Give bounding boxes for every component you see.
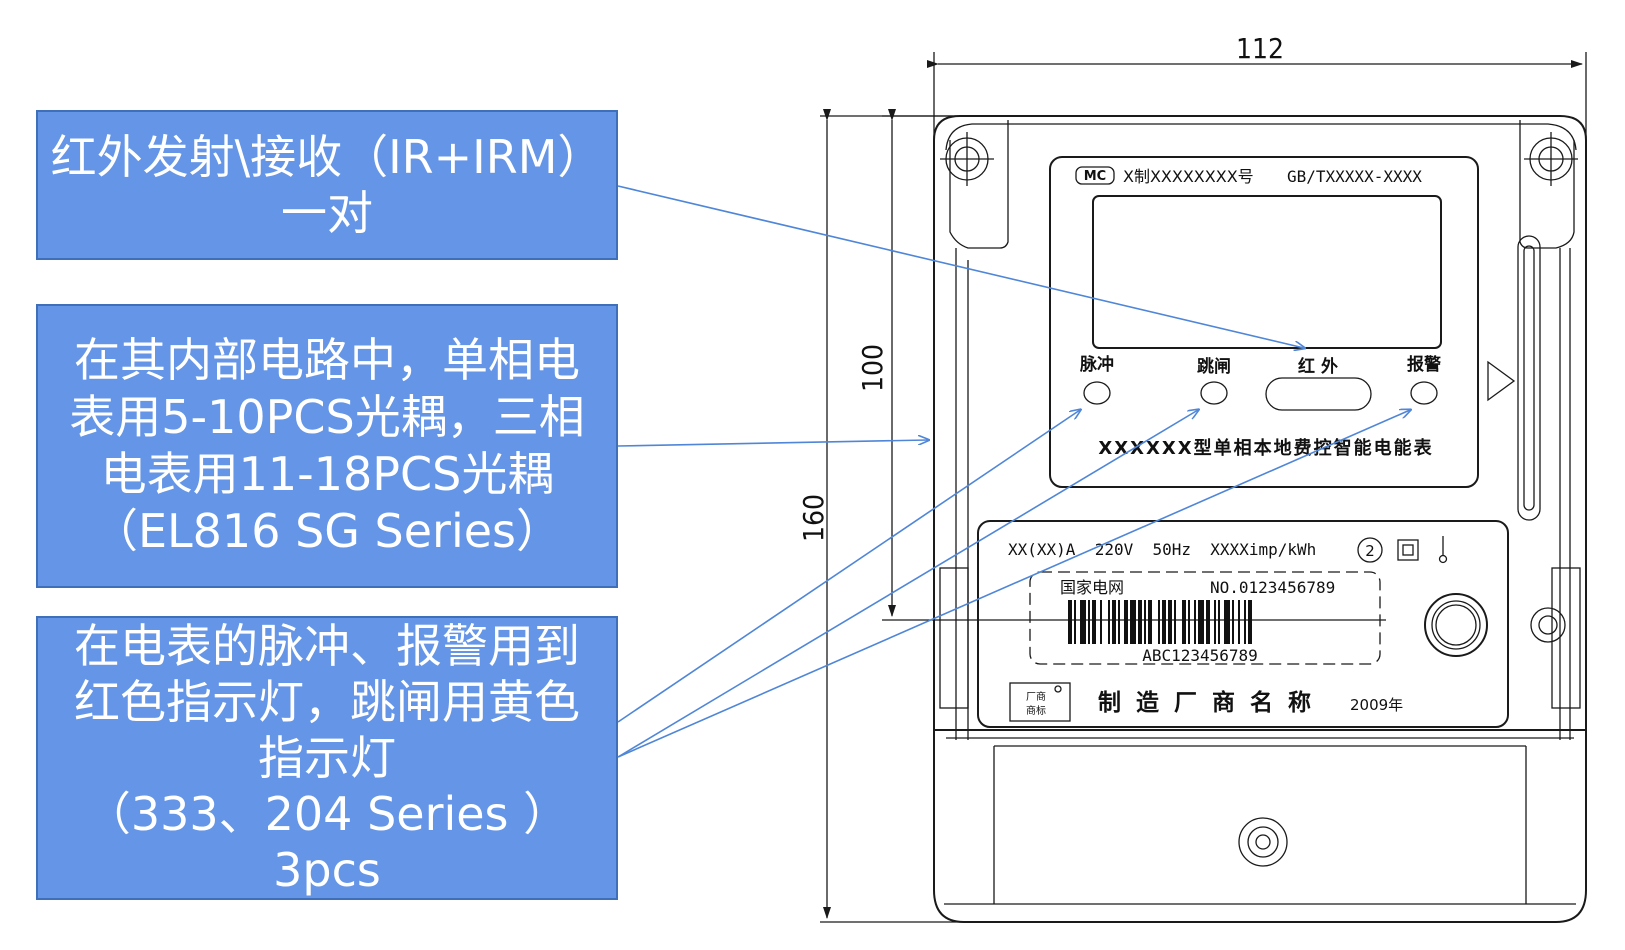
serial-number: NO.0123456789 bbox=[1210, 578, 1335, 597]
optocoupler-callout-line-1: 在其内部电路中，单相电 bbox=[74, 333, 580, 387]
barcode-bar bbox=[1206, 600, 1210, 644]
dimension-display-height-label: 100 bbox=[856, 344, 889, 392]
infrared-label: 红 外 bbox=[1298, 356, 1338, 377]
indicator-callout-line-3: 指示灯 bbox=[258, 731, 396, 785]
manufacturer-name: 制造厂商名称 bbox=[1098, 689, 1326, 716]
barcode-bar bbox=[1194, 600, 1196, 644]
mounting-hole-right-icon bbox=[1524, 132, 1578, 186]
factory-logo-line-1: 厂商 bbox=[1026, 690, 1046, 703]
barcode-bar bbox=[1162, 600, 1166, 644]
barcode-bar bbox=[1224, 600, 1230, 644]
indicator-callout-line-4: （333、204 Series ） bbox=[84, 787, 570, 841]
barcode-bar bbox=[1232, 600, 1234, 644]
barcode-bar bbox=[1112, 600, 1116, 644]
alarm-led-icon bbox=[1410, 381, 1438, 405]
pulse-led-icon bbox=[1083, 381, 1111, 405]
dimension-total-height-label: 160 bbox=[797, 494, 830, 542]
barcode-bar bbox=[1174, 600, 1176, 644]
side-slot bbox=[1517, 235, 1541, 521]
accuracy-class: 2 bbox=[1365, 542, 1375, 560]
nameplate: XX(XX)A 220V 50Hz XXXXimp/kWh 2 国家电网 NO.… bbox=[977, 520, 1509, 728]
barcode-bar bbox=[1130, 600, 1136, 644]
barcode-bar bbox=[1182, 600, 1186, 644]
barcode-bar bbox=[1138, 600, 1142, 644]
factory-logo-line-2: 商标 bbox=[1026, 704, 1046, 717]
pulse-label: 脉冲 bbox=[1079, 354, 1114, 375]
lcd-window bbox=[1092, 195, 1442, 349]
optocoupler-callout-line-2: 表用5-10PCS光耦，三相 bbox=[69, 390, 585, 444]
cert-text: X制XXXXXXXX号 bbox=[1123, 167, 1254, 186]
barcode-bar bbox=[1118, 600, 1120, 644]
standard-text: GB/TXXXXX-XXXX bbox=[1287, 167, 1422, 186]
callout-arrows bbox=[617, 185, 1410, 758]
ir-callout: 红外发射\接收（IR+IRM） 一对 bbox=[36, 110, 618, 260]
barcode-label bbox=[1029, 571, 1381, 665]
barcode-bar bbox=[1092, 600, 1096, 644]
infrared-window-icon bbox=[1265, 377, 1372, 411]
barcode-bar bbox=[1080, 600, 1086, 644]
manufacture-year: 2009年 bbox=[1350, 696, 1403, 714]
barcode-bar bbox=[1068, 600, 1072, 644]
side-screw-icon bbox=[1530, 607, 1566, 643]
optocoupler-callout-line-3: 电表用11-18PCS光耦 bbox=[100, 447, 554, 501]
barcode-bar bbox=[1144, 600, 1146, 644]
barcode-bar bbox=[1198, 600, 1204, 644]
trip-label: 跳闸 bbox=[1197, 356, 1231, 377]
rating-specs: XX(XX)A 220V 50Hz XXXXimp/kWh bbox=[1008, 540, 1316, 559]
barcode-bar bbox=[1188, 600, 1190, 644]
accuracy-class-icon bbox=[1357, 537, 1383, 563]
mounting-hole-left-icon bbox=[940, 132, 994, 186]
alarm-label: 报警 bbox=[1407, 354, 1441, 375]
barcode-bar bbox=[1100, 600, 1102, 644]
barcode-bar bbox=[1148, 600, 1152, 644]
optocoupler-callout-line-4: （EL816 SG Series） bbox=[91, 504, 563, 558]
ir-callout-line-2: 一对 bbox=[281, 186, 373, 240]
terminal-knob-icon bbox=[1424, 593, 1488, 657]
optocoupler-callout: 在其内部电路中，单相电 表用5-10PCS光耦，三相 电表用11-18PCS光耦… bbox=[36, 304, 618, 588]
dimension-total-height: 160 bbox=[797, 109, 1012, 923]
factory-logo-box bbox=[1009, 682, 1071, 722]
barcode bbox=[1068, 600, 1252, 644]
barcode-bar bbox=[1218, 600, 1220, 644]
seal-screw-icon bbox=[1238, 817, 1288, 867]
ground-icon bbox=[1438, 536, 1448, 564]
display-panel: MC X制XXXXXXXX号 GB/TXXXXX-XXXX 脉冲 跳闸 红 外 … bbox=[1049, 156, 1479, 488]
double-insulation-icon bbox=[1397, 539, 1419, 561]
direction-triangle-icon bbox=[1487, 360, 1516, 402]
arrow-optocoupler bbox=[617, 440, 928, 447]
arrow-ir bbox=[617, 185, 1304, 348]
barcode-bar bbox=[1108, 600, 1110, 644]
barcode-bar bbox=[1124, 600, 1128, 644]
grid-label: 国家电网 bbox=[1060, 578, 1124, 597]
barcode-bar bbox=[1244, 600, 1246, 644]
arrow-alarm-led bbox=[617, 410, 1410, 758]
meter-body bbox=[933, 115, 1587, 923]
dimension-width-label: 112 bbox=[1236, 32, 1284, 65]
barcode-bar bbox=[1158, 600, 1160, 644]
barcode-bar bbox=[1088, 600, 1090, 644]
dimension-width: 112 bbox=[927, 32, 1587, 140]
barcode-bar bbox=[1214, 600, 1216, 644]
trip-led-icon bbox=[1200, 381, 1228, 405]
ir-callout-line-1: 红外发射\接收（IR+IRM） bbox=[50, 130, 604, 184]
indicator-callout-line-2: 红色指示灯，跳闸用黄色 bbox=[74, 675, 580, 729]
indicator-callout-line-1: 在电表的脉冲、报警用到 bbox=[74, 619, 580, 673]
mc-mark-icon bbox=[1075, 166, 1115, 185]
barcode-text: ABC123456789 bbox=[1142, 646, 1258, 665]
arrow-trip-led bbox=[617, 410, 1198, 758]
barcode-bar bbox=[1248, 600, 1252, 644]
indicator-callout-line-5: 3pcs bbox=[273, 843, 381, 897]
mc-mark-text: MC bbox=[1084, 169, 1106, 184]
model-name: XXXXXX型单相本地费控智能电能表 bbox=[1098, 437, 1433, 459]
indicator-callout: 在电表的脉冲、报警用到 红色指示灯，跳闸用黄色 指示灯 （333、204 Ser… bbox=[36, 616, 618, 900]
barcode-bar bbox=[1238, 600, 1240, 644]
barcode-bar bbox=[1168, 600, 1172, 644]
arrow-pulse-led bbox=[617, 410, 1080, 723]
barcode-bar bbox=[1074, 600, 1076, 644]
